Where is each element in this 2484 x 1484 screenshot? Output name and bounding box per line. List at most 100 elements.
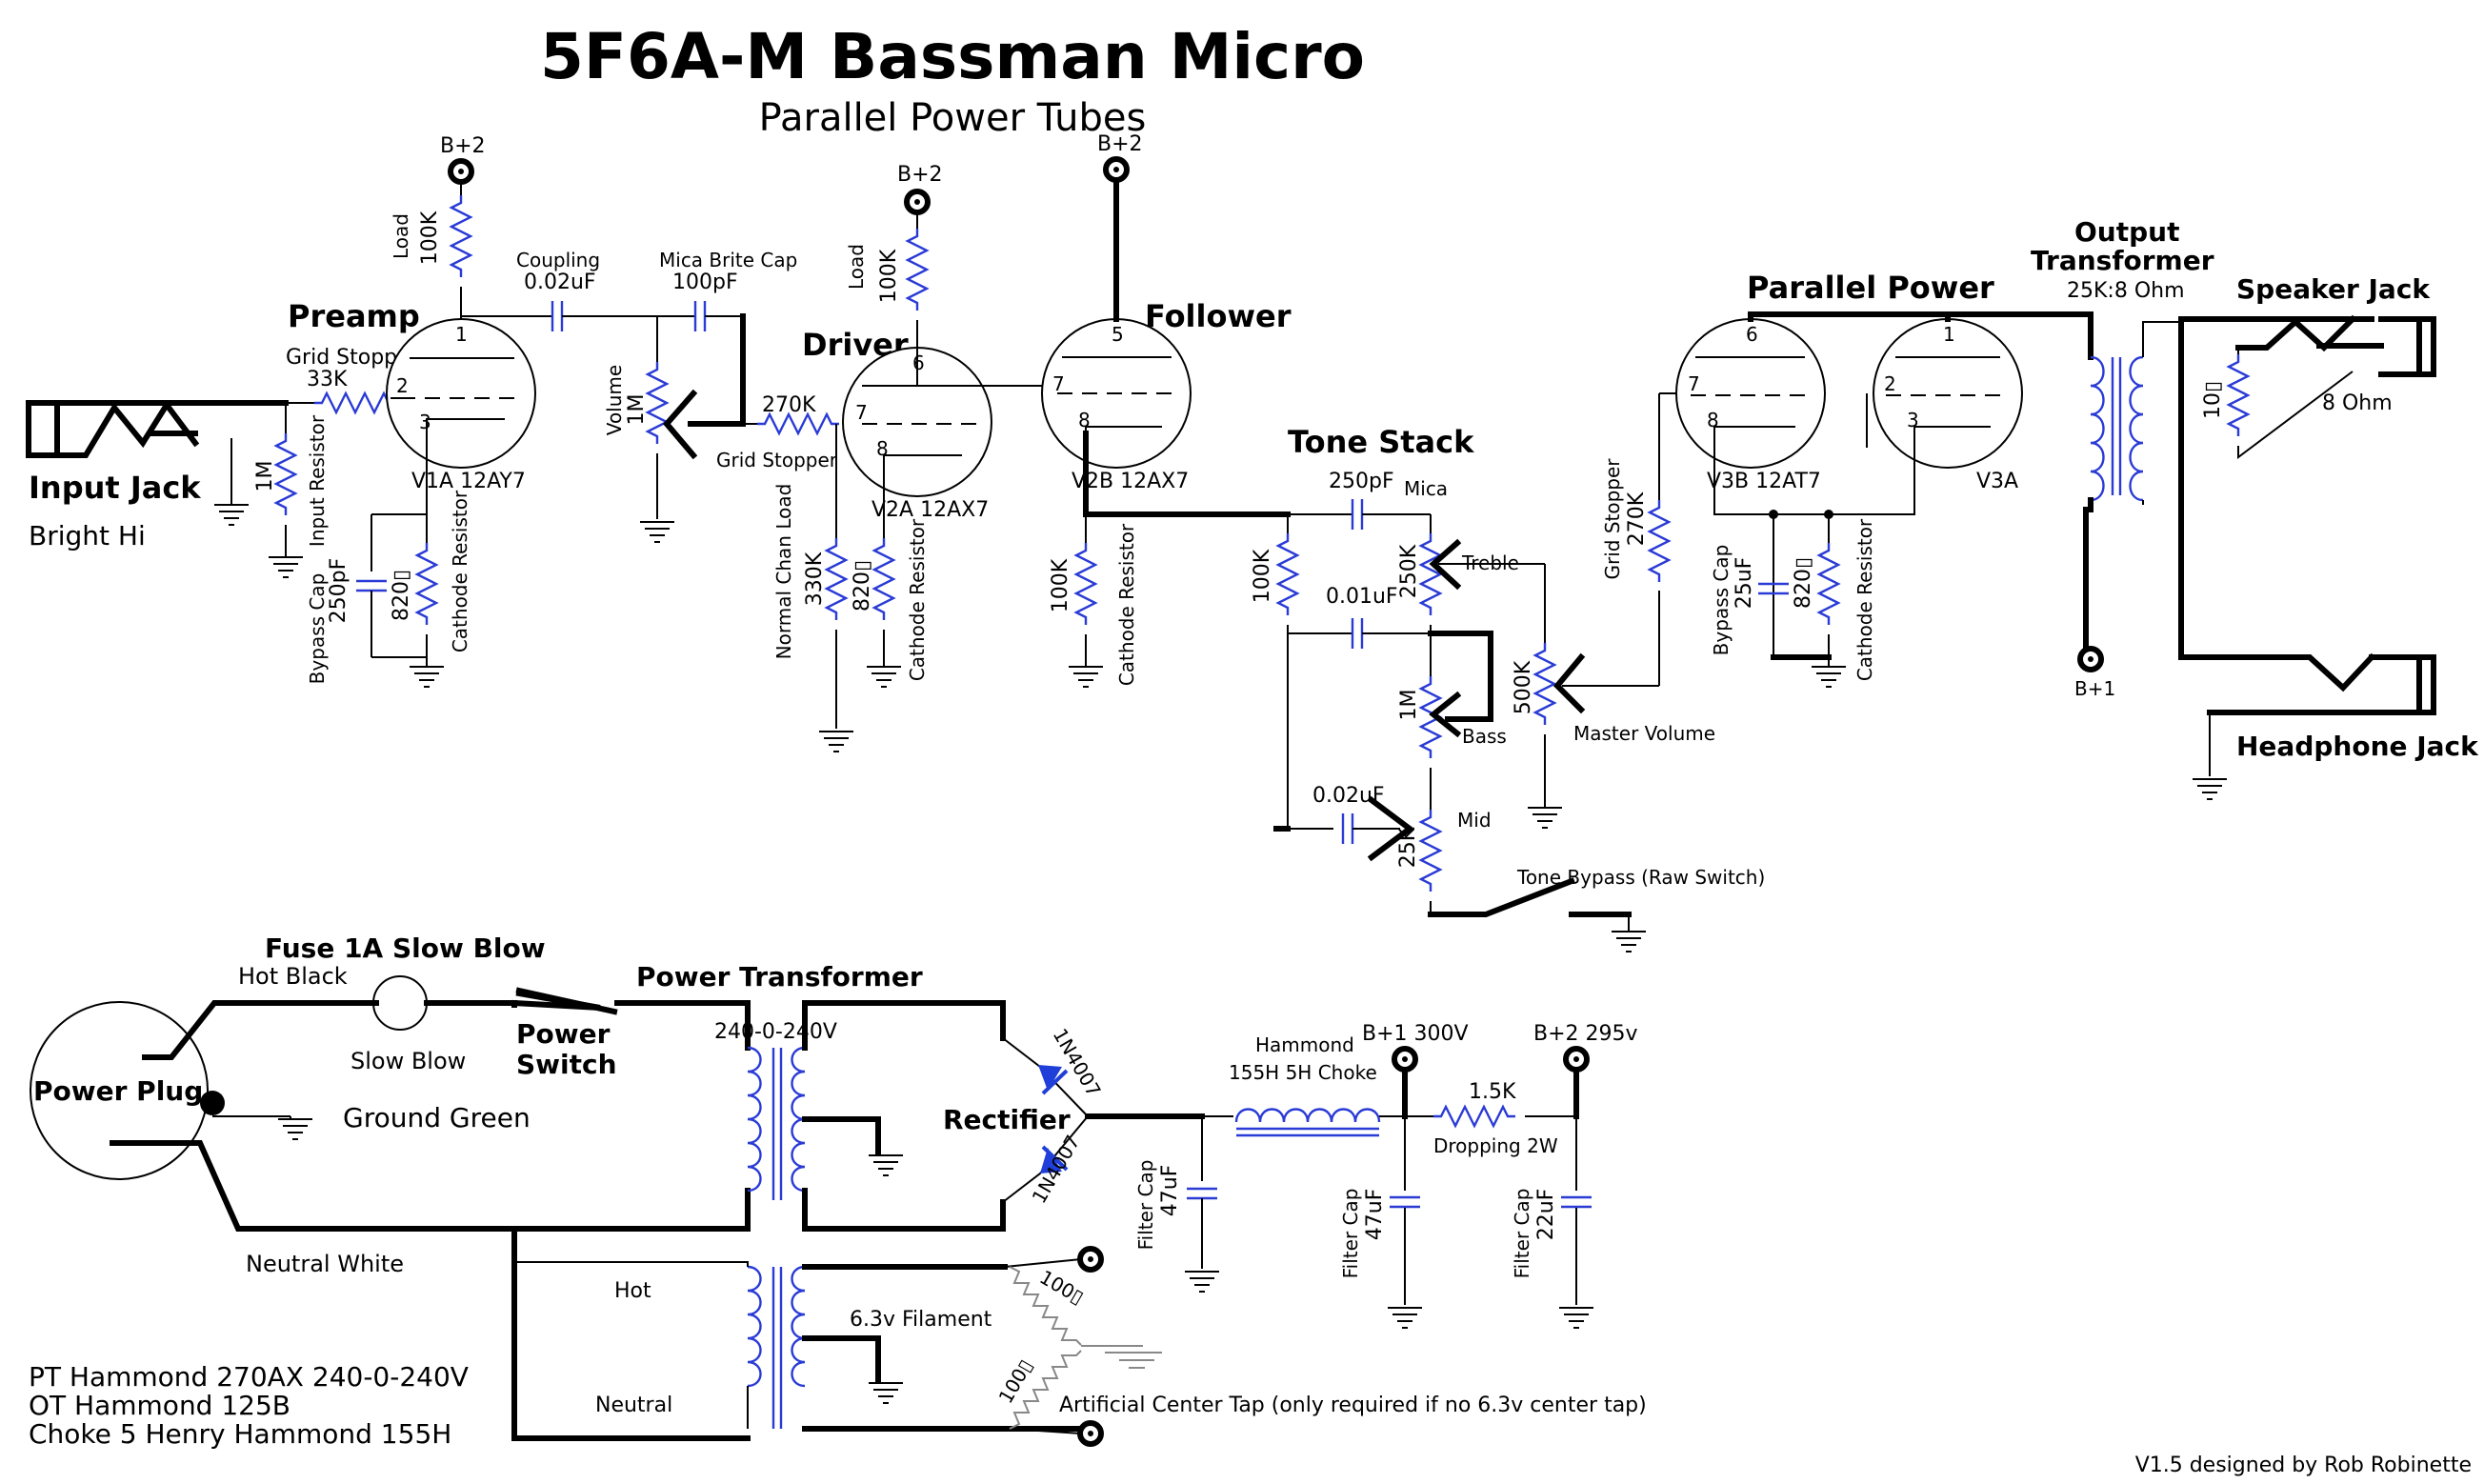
power-transformer	[747, 1046, 806, 1429]
mid-value: 25K	[1396, 827, 1420, 868]
volume-value: 1M	[625, 394, 649, 426]
headphone-jack-label: Headphone Jack	[2236, 731, 2479, 762]
ot-label-2: Transformer	[2031, 245, 2214, 276]
parallel-power-label: Parallel Power	[1747, 270, 1994, 306]
pin: 6	[912, 351, 925, 374]
cathode-2-value: 820▯	[851, 560, 874, 612]
ot-ratio: 25K:8 Ohm	[2067, 279, 2185, 303]
input-resistor-value: 1M	[253, 461, 277, 492]
filter-1-label: Filter Cap	[1134, 1160, 1157, 1251]
input-jack	[26, 399, 289, 458]
mica-brite-value: 100pF	[672, 271, 738, 294]
c001-label: 0.01uF	[1326, 585, 1398, 609]
choke	[1234, 1108, 1381, 1137]
tone-bypass-label: Tone Bypass (Raw Switch)	[1516, 866, 1765, 889]
cathode-4-value: 820▯	[1792, 557, 1815, 609]
cathode-3-value: 100K	[1049, 558, 1072, 612]
mica-label: Mica	[1404, 477, 1448, 500]
volume-label: Volume	[603, 365, 626, 435]
coupling-value: 0.02uF	[524, 271, 596, 294]
pin: 2	[1884, 372, 1896, 395]
note-pt: PT Hammond 270AX 240-0-240V	[29, 1361, 469, 1393]
hot-label: Hot	[614, 1279, 651, 1303]
diode-1	[1038, 1065, 1069, 1095]
note-choke: Choke 5 Henry Hammond 155H	[29, 1418, 451, 1450]
r10-label: 10▯	[2201, 381, 2225, 419]
fuse	[372, 975, 428, 1031]
ot-label-1: Output	[2074, 216, 2179, 248]
pin: 8	[1078, 409, 1091, 431]
grid-stopper-2-label: Grid Stopper	[716, 449, 838, 471]
pin: 6	[1746, 323, 1758, 346]
bp2-rail-c: B+2	[1097, 132, 1143, 156]
pin: 3	[419, 411, 431, 433]
follower-label: Follower	[1145, 298, 1292, 334]
r100k-label: 100K	[1251, 549, 1274, 603]
drop-value: 1.5K	[1469, 1080, 1516, 1104]
artificial-center-tap	[1009, 1266, 1162, 1430]
power-plug	[30, 1001, 225, 1180]
treble-label: Treble	[1461, 551, 1519, 574]
filter-2-value: 47uF	[1363, 1189, 1387, 1241]
tube-v3a-label: V3A	[1976, 470, 2018, 493]
act-label: Artificial Center Tap (only required if …	[1059, 1394, 1647, 1417]
master-value: 500K	[1512, 660, 1535, 714]
pin: 7	[1052, 372, 1065, 395]
grid-stopper-3-label: Grid Stopper	[1601, 458, 1624, 580]
bp1-rail: B+1	[2074, 677, 2115, 700]
tube-v2a-label: V2A 12AX7	[871, 498, 989, 522]
load-2-value: 100K	[877, 249, 901, 303]
mica-value: 250pF	[1329, 470, 1394, 493]
pin: 8	[1707, 409, 1719, 431]
slow-blow-label: Slow Blow	[351, 1048, 466, 1074]
cathode-2-label: Cathode Resistor	[906, 518, 929, 681]
load-1-label: Load	[390, 213, 412, 259]
bp2-295-label: B+2 295v	[1533, 1022, 1638, 1046]
power-transformer-label: Power Transformer	[636, 961, 923, 993]
ground-green-label: Ground Green	[343, 1102, 531, 1133]
cathode-4-label: Cathode Resistor	[1853, 518, 1876, 681]
pin: 2	[396, 374, 409, 397]
pin: 7	[855, 401, 868, 424]
grid-stopper-3-value: 270K	[1625, 491, 1649, 546]
page-title: 5F6A-M Bassman Micro	[540, 20, 1365, 93]
diode-2	[1040, 1145, 1069, 1173]
filter-3-label: Filter Cap	[1511, 1189, 1533, 1279]
credit: V1.5 designed by Rob Robinette	[2135, 1454, 2472, 1477]
choke-label: 155H 5H Choke	[1229, 1061, 1377, 1084]
r100b-label: 100▯	[994, 1355, 1037, 1408]
diode-2-label: 1N4007	[1028, 1131, 1085, 1207]
bypass-cap-1-label: Bypass Cap	[306, 573, 329, 685]
drop-label: Dropping 2W	[1433, 1134, 1558, 1157]
mica-brite-label: Mica Brite Cap	[659, 249, 797, 271]
filament-label: 6.3v Filament	[850, 1308, 992, 1332]
cathode-1-label: Cathode Resistor	[449, 490, 471, 652]
bypass-cap-1-value: 250pF	[327, 558, 351, 624]
bp2-rail-a: B+2	[440, 134, 486, 158]
diode-1-label: 1N4007	[1049, 1025, 1106, 1101]
input-resistor-label: Input Resistor	[306, 414, 329, 547]
pin: 5	[1112, 323, 1124, 346]
fuse-label: Fuse 1A Slow Blow	[265, 933, 546, 964]
r100a-label: 100▯	[1036, 1266, 1089, 1309]
normal-chan-label: Normal Chan Load	[772, 484, 795, 660]
bass-value: 1M	[1397, 690, 1421, 721]
filter-2-label: Filter Cap	[1339, 1189, 1362, 1279]
rectifier-label: Rectifier	[943, 1104, 1071, 1135]
tube-v3b-label: V3B 12AT7	[1707, 470, 1821, 493]
filter-3-value: 22uF	[1534, 1189, 1558, 1241]
page-subtitle: Parallel Power Tubes	[759, 96, 1147, 140]
power-switch-label-2: Switch	[516, 1049, 617, 1080]
hot-black-label: Hot Black	[238, 963, 348, 990]
filter-1-value: 47uF	[1158, 1165, 1182, 1217]
treble-value: 250K	[1397, 544, 1421, 598]
load-2-label: Load	[845, 244, 868, 290]
master-label: Master Volume	[1573, 722, 1715, 745]
cathode-3-label: Cathode Resistor	[1115, 523, 1138, 686]
bass-label: Bass	[1462, 725, 1507, 748]
grid-stopper-2-value: 270K	[762, 393, 816, 417]
bypass-cap-2-value: 25uF	[1733, 557, 1756, 610]
hammond-label: Hammond	[1255, 1033, 1354, 1056]
cathode-1-value: 820▯	[390, 570, 413, 621]
